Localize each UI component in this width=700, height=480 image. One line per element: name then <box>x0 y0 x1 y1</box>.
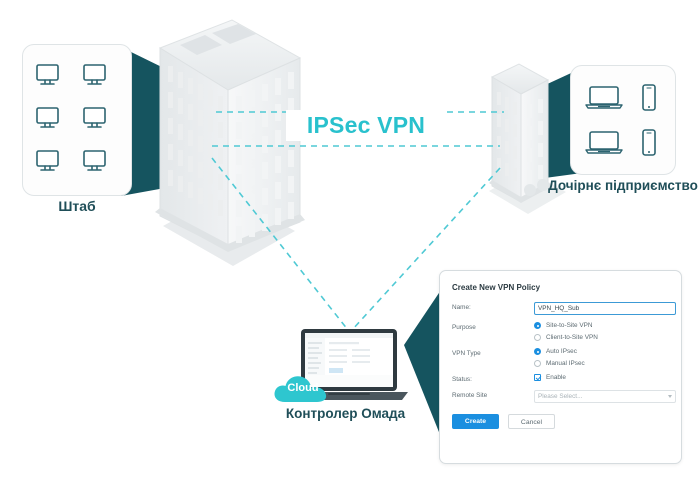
omada-controller-laptop <box>290 329 408 400</box>
desktop-monitor-icon <box>35 107 59 128</box>
field-row-status: Status: Enable <box>452 374 669 383</box>
vpn-type-option-label: Manual IPsec <box>546 360 585 367</box>
desktop-monitor-icon <box>82 149 106 171</box>
name-input[interactable]: VPN_HQ_Sub <box>534 302 676 315</box>
chevron-down-icon <box>668 395 672 398</box>
desktop-monitor-icon <box>82 107 106 128</box>
create-vpn-policy-dialog: Create New VPN Policy Name: VPN_HQ_Sub P… <box>439 270 682 464</box>
cloud-badge-label: Cloud <box>287 382 319 394</box>
subsidiary-devices-card <box>570 65 676 175</box>
status-enable-option[interactable]: Enable <box>534 374 669 381</box>
checkbox-icon[interactable] <box>534 374 541 381</box>
ipsec-vpn-label: IPSec VPN <box>286 110 446 141</box>
create-button[interactable]: Create <box>452 414 499 429</box>
controller-caption: Контролер Омада <box>285 406 406 421</box>
cloud-icon <box>274 376 327 402</box>
radio-icon[interactable] <box>534 334 541 341</box>
laptop-icon <box>584 85 623 109</box>
hq-caption: Штаб <box>58 198 96 214</box>
purpose-option-client-to-site[interactable]: Client-to-Site VPN <box>534 334 669 341</box>
remote-site-select[interactable]: Please Select... <box>534 390 676 403</box>
desktop-monitor-icon <box>35 64 59 86</box>
cloud-badge: Cloud <box>271 372 335 406</box>
status-label: Status: <box>452 376 472 383</box>
vpn-type-label: VPN Type <box>452 350 481 357</box>
purpose-label: Purpose <box>452 324 476 331</box>
vpn-type-option-manual-ipsec[interactable]: Manual IPsec <box>534 360 669 367</box>
purpose-option-label: Client-to-Site VPN <box>546 334 598 341</box>
subsidiary-caption: Дочірнє підприємство <box>548 178 698 193</box>
smartphone-icon <box>641 128 656 156</box>
subsidiary-building <box>489 63 552 203</box>
dialog-actions: Create Cancel <box>452 414 669 429</box>
hq-devices-card <box>22 44 132 196</box>
field-row-name: Name: VPN_HQ_Sub <box>452 302 676 315</box>
purpose-option-site-to-site[interactable]: Site-to-Site VPN <box>534 322 669 329</box>
radio-icon[interactable] <box>534 360 541 367</box>
status-enable-label: Enable <box>546 374 566 381</box>
purpose-option-label: Site-to-Site VPN <box>546 322 593 329</box>
dialog-title: Create New VPN Policy <box>452 283 541 292</box>
field-row-remote-site: Remote Site Please Select... <box>452 390 676 403</box>
controller-link-hq <box>211 157 349 331</box>
dialog-wedge <box>404 281 447 452</box>
radio-icon[interactable] <box>534 322 541 329</box>
controller-link-sub <box>351 167 501 331</box>
remote-site-value: Please Select... <box>538 393 583 400</box>
hq-building <box>155 19 305 252</box>
field-row-purpose: Purpose Site-to-Site VPN Client-to-Site … <box>452 322 669 341</box>
vpn-type-option-label: Auto IPsec <box>546 348 577 355</box>
vpn-type-option-auto-ipsec[interactable]: Auto IPsec <box>534 348 669 355</box>
smartphone-icon <box>641 83 656 111</box>
radio-icon[interactable] <box>534 348 541 355</box>
cancel-button[interactable]: Cancel <box>508 414 555 429</box>
remote-site-label: Remote Site <box>452 392 488 399</box>
desktop-monitor-icon <box>35 149 59 171</box>
laptop-icon <box>584 130 623 154</box>
name-label: Name: <box>452 304 471 311</box>
field-row-vpn-type: VPN Type Auto IPsec Manual IPsec <box>452 348 669 367</box>
desktop-monitor-icon <box>82 64 106 86</box>
